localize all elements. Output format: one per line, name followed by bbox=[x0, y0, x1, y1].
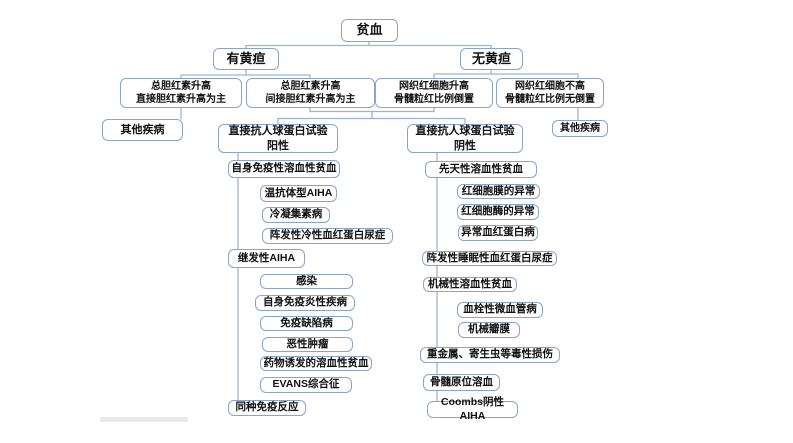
node-label: 血栓性微血管病 bbox=[463, 303, 537, 316]
node-drug-induced-ha: 药物诱发的溶血性贫血 bbox=[260, 356, 372, 371]
node-warm-aiha: 温抗体型AIHA bbox=[260, 185, 337, 202]
node-congenital-ha: 先天性溶血性贫血 bbox=[425, 161, 537, 178]
node-mechanical-ha: 机械性溶血性贫血 bbox=[423, 277, 517, 292]
node-jaundice-present: 有黄疸 bbox=[213, 48, 279, 70]
node-dat-negative: 直接抗人球蛋白试验 阴性 bbox=[407, 124, 523, 153]
node-label: 无黄疸 bbox=[471, 50, 511, 66]
node-secondary-aiha: 继发性AIHA bbox=[228, 249, 305, 268]
node-label: 感染 bbox=[296, 274, 317, 287]
node-mechanical-valve: 机械瓣膜 bbox=[458, 322, 520, 338]
node-thrombotic-microangiopathy: 血栓性微血管病 bbox=[457, 302, 543, 318]
node-abnormal-hemoglobinopathy: 异常血红蛋白病 bbox=[458, 225, 538, 241]
gray-strip bbox=[100, 417, 188, 422]
node-label: 骨髓原位溶血 bbox=[430, 375, 493, 388]
node-other-disease-right: 其他疾病 bbox=[552, 120, 608, 137]
node-label: 网织红细胞不高 骨髓粒红比例无倒置 bbox=[505, 81, 595, 105]
node-infection: 感染 bbox=[260, 274, 353, 289]
node-reticulocyte-high: 网织红细胞升高 骨髓粒红比例倒置 bbox=[375, 78, 493, 108]
node-label: 直接抗人球蛋白试验 阳性 bbox=[228, 125, 328, 152]
node-pnh: 阵发性睡眠性血红蛋白尿症 bbox=[422, 251, 557, 266]
node-label: 总胆红素升高 间接胆红素升高为主 bbox=[265, 81, 356, 105]
node-reticulocyte-normal: 网织红细胞不高 骨髓粒红比例无倒置 bbox=[496, 78, 604, 108]
node-label: 其他疾病 bbox=[120, 123, 165, 136]
node-label: 异常血红蛋白病 bbox=[461, 226, 535, 239]
node-coombs-negative-aiha: Coombs阴性AIHA bbox=[427, 396, 518, 422]
node-label: 恶性肿瘤 bbox=[286, 337, 329, 350]
node-label: 机械性溶血性贫血 bbox=[428, 277, 512, 290]
node-label: 总胆红素升高 直接胆红素升高为主 bbox=[136, 81, 226, 105]
node-label: 继发性AIHA bbox=[237, 251, 296, 264]
node-label: EVANS综合征 bbox=[272, 378, 340, 391]
node-label: 红细胞酶的异常 bbox=[461, 205, 535, 218]
node-label: 药物诱发的溶血性贫血 bbox=[263, 356, 369, 369]
node-label: 其他疾病 bbox=[560, 123, 600, 134]
node-direct-bilirubin: 总胆红素升高 直接胆红素升高为主 bbox=[120, 78, 242, 108]
node-label: 网织红细胞升高 骨髓粒红比例倒置 bbox=[394, 81, 474, 105]
node-autoimmune-inflammatory: 自身免疫炎性疾病 bbox=[255, 295, 355, 311]
connector-edges bbox=[180, 41, 579, 402]
node-indirect-bilirubin: 总胆红素升高 间接胆红素升高为主 bbox=[246, 78, 375, 108]
node-malignancy: 恶性肿瘤 bbox=[262, 337, 353, 352]
node-label: 先天性溶血性贫血 bbox=[439, 162, 523, 175]
node-label: 机械瓣膜 bbox=[468, 323, 510, 336]
node-label: 直接抗人球蛋白试验 阴性 bbox=[415, 125, 515, 152]
node-marrow-in-situ-hemolysis: 骨髓原位溶血 bbox=[423, 374, 500, 391]
node-cold-agglutinin: 冷凝集素病 bbox=[262, 207, 330, 223]
node-autoimmune-ha: 自身免疫性溶血性贫血 bbox=[228, 160, 340, 178]
node-rbc-enzyme-abnormality: 红细胞酶的异常 bbox=[457, 204, 539, 220]
node-label: 自身免疫炎性疾病 bbox=[263, 296, 347, 309]
node-label: 温抗体型AIHA bbox=[264, 186, 333, 199]
node-evans-syndrome: EVANS综合征 bbox=[260, 377, 352, 393]
node-jaundice-absent: 无黄疸 bbox=[460, 48, 523, 70]
node-anemia: 贫血 bbox=[341, 19, 398, 42]
node-label: 冷凝集素病 bbox=[269, 208, 323, 221]
node-label: 自身免疫性溶血性贫血 bbox=[231, 162, 337, 175]
node-label: 阵发性睡眠性血红蛋白尿症 bbox=[426, 251, 553, 264]
node-label: 红细胞膜的异常 bbox=[461, 184, 536, 197]
node-pch: 阵发性冷性血红蛋白尿症 bbox=[262, 228, 393, 244]
node-label: 同种免疫反应 bbox=[235, 401, 299, 414]
node-label: Coombs阴性AIHA bbox=[441, 395, 504, 422]
node-label: 贫血 bbox=[356, 22, 383, 38]
node-alloimmune-reaction: 同种免疫反应 bbox=[228, 400, 306, 416]
node-label: 阵发性冷性血红蛋白尿症 bbox=[269, 229, 386, 242]
node-label: 重金属、寄生虫等毒性损伤 bbox=[427, 348, 553, 361]
node-label: 免疫缺陷病 bbox=[280, 316, 333, 329]
node-immunodeficiency: 免疫缺陷病 bbox=[260, 316, 353, 331]
node-rbc-membrane-abnormality: 红细胞膜的异常 bbox=[457, 184, 540, 199]
node-label: 有黄疸 bbox=[226, 50, 266, 66]
node-other-disease-left: 其他疾病 bbox=[102, 119, 183, 141]
node-dat-positive: 直接抗人球蛋白试验 阳性 bbox=[218, 124, 338, 153]
node-toxic-injury: 重金属、寄生虫等毒性损伤 bbox=[420, 347, 560, 363]
